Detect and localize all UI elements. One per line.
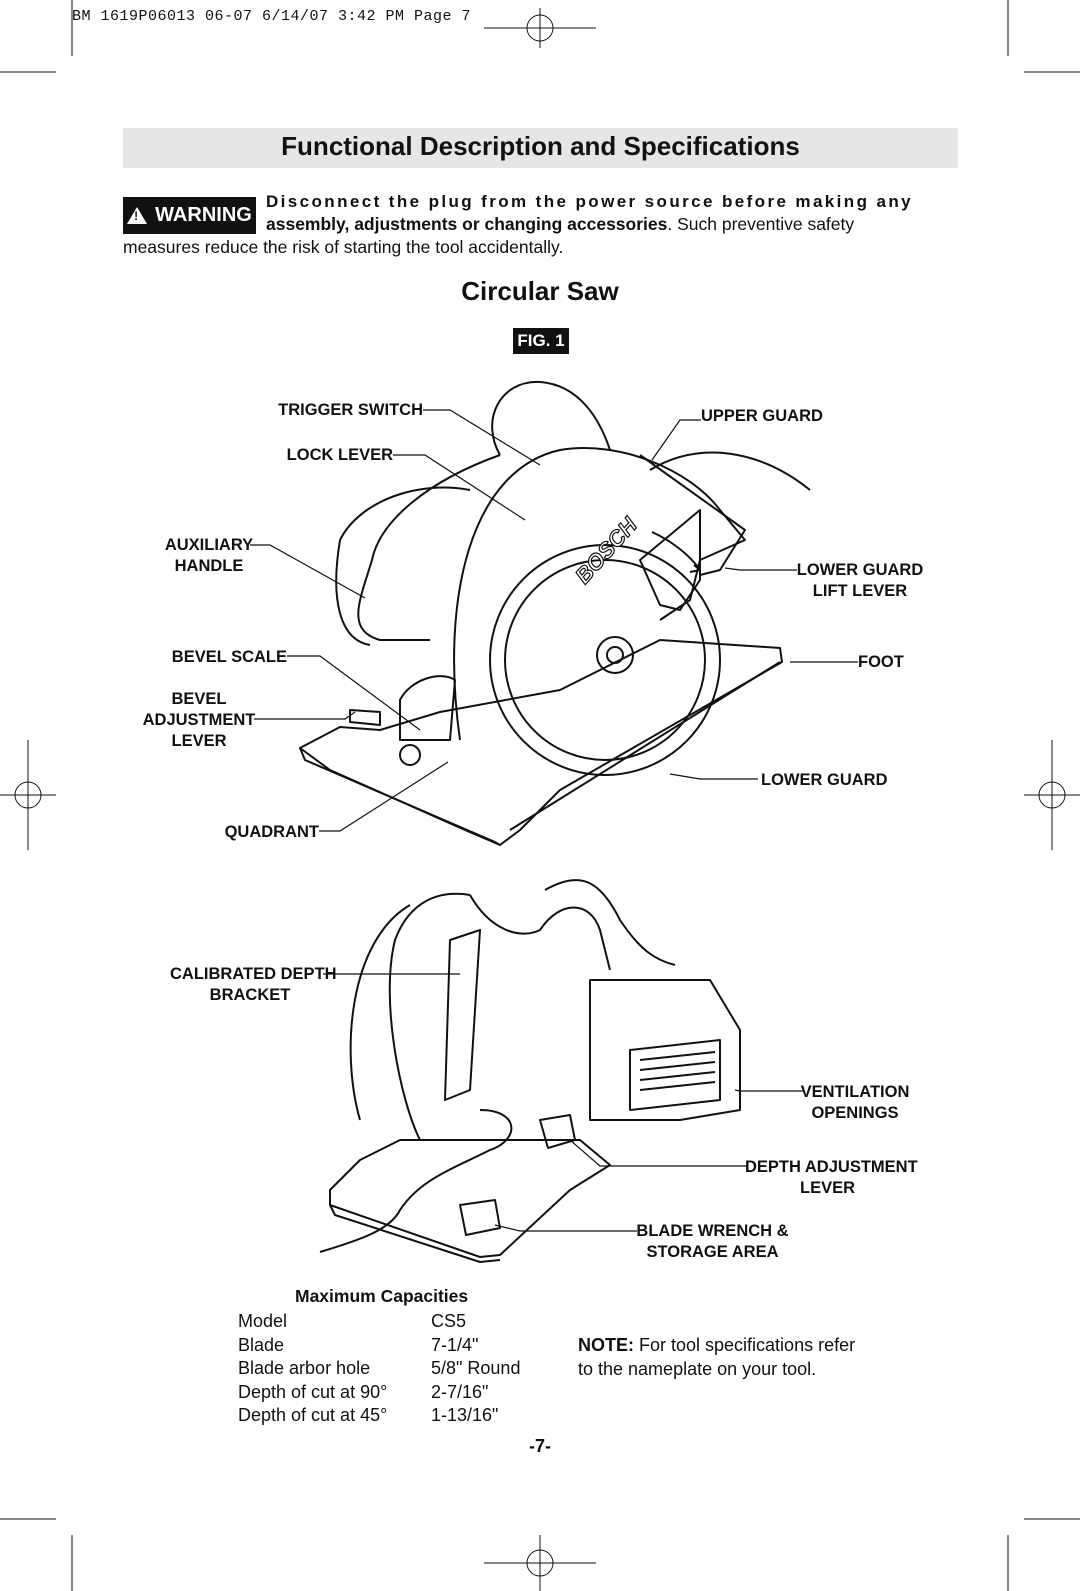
page-title: Functional Description and Specification… bbox=[281, 131, 800, 161]
label-calibrated-depth-bracket-2: BRACKET bbox=[209, 986, 291, 1004]
capacities-labels: Model Blade Blade arbor hole Depth of cu… bbox=[238, 1310, 387, 1428]
note-line-1: For tool specifications refer bbox=[634, 1335, 856, 1355]
page-number: -7- bbox=[529, 1436, 551, 1456]
warning-line-2: assembly, adjustments or changing access… bbox=[266, 214, 959, 235]
label-ventilation-openings-1: VENTILATION bbox=[800, 1083, 910, 1101]
label-trigger-switch: TRIGGER SWITCH bbox=[278, 401, 423, 419]
label-bevel-scale: BEVEL SCALE bbox=[171, 648, 287, 666]
capacity-value: 2-7/16" bbox=[431, 1381, 489, 1402]
label-auxiliary-handle-2: HANDLE bbox=[174, 557, 244, 575]
figure-label: FIG. 1 bbox=[513, 328, 569, 354]
specification-note: NOTE: For tool specifications refer to t… bbox=[578, 1334, 855, 1381]
capacity-label: Blade bbox=[238, 1334, 285, 1355]
capacities-heading: Maximum Capacities bbox=[295, 1286, 469, 1306]
warning-line-2-rest: . Such preventive safety bbox=[667, 214, 855, 234]
label-bevel-adjustment-2: ADJUSTMENT bbox=[142, 711, 256, 729]
capacity-label: Depth of cut at 90° bbox=[238, 1381, 388, 1402]
warning-line-2-bold: assembly, adjustments or changing access… bbox=[266, 214, 668, 234]
section-heading: Circular Saw bbox=[461, 276, 619, 306]
capacity-value: 1-13/16" bbox=[431, 1405, 499, 1425]
capacity-label: Depth of cut at 45° bbox=[238, 1405, 388, 1425]
label-lower-guard-lift-lever-1: LOWER GUARD bbox=[796, 561, 924, 579]
label-lock-lever: LOCK LEVER bbox=[286, 446, 393, 464]
label-calibrated-depth-bracket-1: CALIBRATED DEPTH bbox=[170, 965, 337, 983]
bosch-logo: BOSCH bbox=[570, 512, 642, 589]
label-quadrant: QUADRANT bbox=[224, 823, 319, 841]
note-line-2: to the nameplate on your tool. bbox=[578, 1358, 817, 1379]
warning-badge: ! WARNING bbox=[123, 197, 256, 234]
label-depth-adjustment-lever-1: DEPTH ADJUSTMENT bbox=[745, 1158, 918, 1176]
circular-saw-front-view bbox=[299, 380, 811, 846]
printer-slug: BM 1619P06013 06-07 6/14/07 3:42 PM Page… bbox=[72, 8, 472, 25]
label-upper-guard: UPPER GUARD bbox=[701, 407, 823, 425]
label-depth-adjustment-lever-2: LEVER bbox=[799, 1179, 855, 1197]
warning-line-3: measures reduce the risk of starting the… bbox=[123, 237, 564, 257]
capacity-label: Model bbox=[238, 1311, 288, 1331]
capacity-value: 7-1/4" bbox=[431, 1334, 479, 1355]
label-foot: FOOT bbox=[858, 653, 904, 671]
warning-triangle-icon: ! bbox=[127, 207, 148, 224]
capacity-label: Blade arbor hole bbox=[238, 1358, 371, 1378]
warning-badge-label: WARNING bbox=[155, 204, 252, 226]
label-lower-guard-lift-lever-2: LIFT LEVER bbox=[812, 582, 908, 600]
warning-line-1: Disconnect the plug from the power sourc… bbox=[266, 192, 913, 211]
circular-saw-side-view bbox=[319, 879, 741, 1263]
label-ventilation-openings-2: OPENINGS bbox=[811, 1104, 899, 1122]
title-bar bbox=[123, 128, 958, 168]
label-blade-wrench-storage-1: BLADE WRENCH & bbox=[636, 1222, 789, 1240]
label-bevel-adjustment-3: LEVER bbox=[171, 732, 227, 750]
label-bevel-adjustment-1: BEVEL bbox=[171, 690, 227, 708]
capacity-value: CS5 bbox=[431, 1311, 467, 1331]
capacity-value: 5/8" Round bbox=[431, 1358, 521, 1378]
leader-lines-top bbox=[250, 409, 858, 832]
note-label: NOTE: bbox=[578, 1335, 634, 1355]
label-blade-wrench-storage-2: STORAGE AREA bbox=[646, 1243, 779, 1261]
leader-lines-bottom bbox=[323, 973, 803, 1232]
label-lower-guard: LOWER GUARD bbox=[761, 771, 888, 789]
registration-marks bbox=[0, 8, 1080, 1591]
label-auxiliary-handle-1: AUXILIARY bbox=[164, 536, 254, 554]
capacities-values: CS5 7-1/4" 5/8" Round 2-7/16" 1-13/16" bbox=[431, 1310, 520, 1428]
